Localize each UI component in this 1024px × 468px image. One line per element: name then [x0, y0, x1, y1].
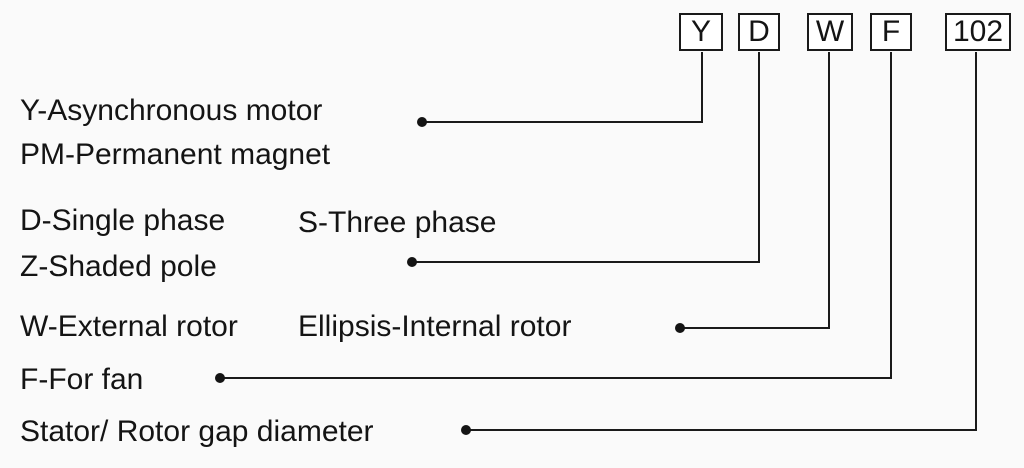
- leader-size: [466, 52, 977, 431]
- code-box-d: D: [738, 13, 780, 51]
- label-s-three-phase: S-Three phase: [298, 206, 497, 239]
- code-box-y: Y: [679, 13, 723, 51]
- code-f-text: F: [881, 15, 901, 48]
- label-d-single-phase: D-Single phase: [20, 204, 226, 237]
- label-ellipsis-internal-rotor: Ellipsis-Internal rotor: [298, 310, 572, 343]
- dot-w: [675, 323, 685, 333]
- label-w-external-rotor: W-External rotor: [20, 310, 238, 343]
- label-gap-diameter: Stator/ Rotor gap diameter: [20, 415, 374, 448]
- code-w-text: W: [815, 15, 845, 48]
- code-box-size: 102: [945, 13, 1011, 51]
- leader-d: [412, 52, 760, 263]
- leader-y: [422, 52, 703, 123]
- leader-f: [220, 52, 892, 379]
- dot-y: [417, 117, 427, 127]
- label-pm-permanent-magnet: PM-Permanent magnet: [20, 138, 331, 171]
- label-z-shaded-pole: Z-Shaded pole: [20, 250, 217, 283]
- code-y-text: Y: [690, 15, 711, 48]
- label-y-asynchronous: Y-Asynchronous motor: [20, 94, 323, 127]
- leader-w: [680, 52, 830, 329]
- code-d-text: D: [748, 15, 770, 48]
- code-size-text: 102: [952, 15, 1004, 48]
- dot-f: [215, 373, 225, 383]
- code-box-w: W: [807, 13, 853, 51]
- label-f-for-fan: F-For fan: [20, 363, 144, 396]
- dot-size: [461, 425, 471, 435]
- code-box-f: F: [870, 13, 912, 51]
- dot-d: [407, 257, 417, 267]
